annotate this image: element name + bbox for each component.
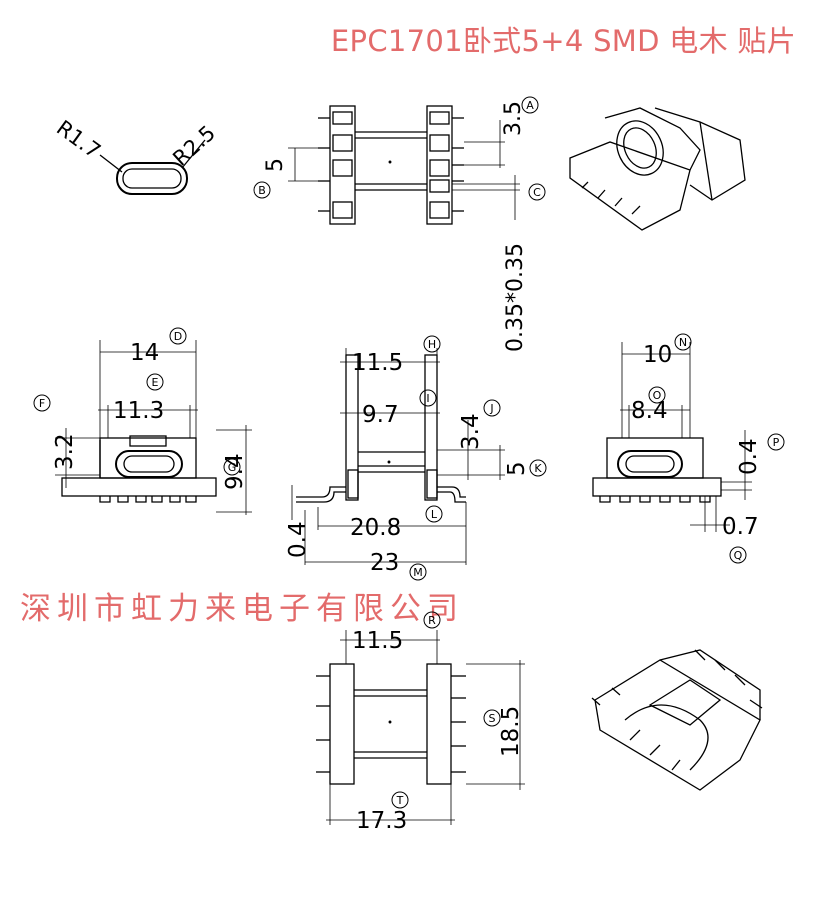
svg-text:G: G: [228, 461, 237, 474]
svg-text:S: S: [489, 712, 496, 725]
dim-23: 23: [370, 550, 399, 576]
dim-0-35: 0.35*0.35: [503, 243, 528, 352]
svg-text:M: M: [413, 566, 423, 579]
svg-text:B: B: [258, 184, 266, 197]
marker-q: Q: [729, 546, 747, 564]
dim-20-8: 20.8: [350, 515, 401, 541]
dim-3-4: 3.4: [458, 413, 484, 450]
dim-11-5-center: 11.5: [352, 350, 403, 376]
iso-view-bottom: [591, 649, 763, 791]
svg-text:N: N: [679, 336, 687, 349]
dim-14: 14: [130, 340, 159, 366]
marker-h: H: [423, 335, 441, 353]
marker-j: J: [483, 399, 501, 417]
svg-text:A: A: [526, 99, 534, 112]
marker-d: D: [169, 327, 187, 345]
markers: A B C D E F G H I J K L M N O P Q R S T: [33, 96, 785, 809]
svg-text:I: I: [426, 392, 429, 405]
marker-k: K: [529, 459, 547, 477]
dim-18-5: 18.5: [498, 706, 524, 757]
marker-o: O: [648, 386, 666, 404]
dim-11-5-bottom: 11.5: [352, 628, 403, 654]
dim-17-3: 17.3: [356, 808, 407, 834]
dim-10: 10: [643, 342, 672, 368]
svg-text:F: F: [39, 397, 45, 410]
svg-text:H: H: [428, 338, 436, 351]
marker-f: F: [33, 394, 51, 412]
svg-text:C: C: [533, 186, 541, 199]
svg-text:P: P: [773, 436, 780, 449]
marker-c: C: [528, 183, 546, 201]
marker-l: L: [425, 505, 443, 523]
top-view: [288, 105, 520, 225]
marker-r: R: [423, 611, 441, 629]
marker-t: T: [391, 791, 409, 809]
marker-g: G: [223, 458, 241, 476]
slot-profile: [99, 139, 206, 195]
svg-text:R: R: [428, 614, 436, 627]
r1-label: R1.7: [52, 116, 105, 164]
dim-0-4-center: 0.4: [285, 521, 311, 558]
bottom-view: [316, 630, 525, 825]
svg-text:E: E: [152, 376, 159, 389]
side-view-center: [291, 348, 505, 565]
marker-i: I: [419, 389, 437, 407]
front-view-left: [55, 340, 252, 515]
dim-5-top: 5: [263, 158, 288, 172]
dim-9-7: 9.7: [362, 402, 399, 428]
svg-text:Q: Q: [734, 549, 743, 562]
marker-s: S: [483, 709, 501, 727]
svg-text:D: D: [174, 330, 182, 343]
svg-text:K: K: [534, 462, 542, 475]
dim-8-4: 8.4: [631, 398, 668, 424]
front-view-right: [592, 342, 752, 532]
dim-5-center: 5: [504, 461, 530, 476]
dim-3-2: 3.2: [52, 433, 78, 470]
dim-0-7: 0.7: [722, 514, 759, 540]
dim-11-3: 11.3: [113, 398, 164, 424]
marker-p: P: [767, 433, 785, 451]
marker-m: M: [409, 563, 427, 581]
marker-a: A: [521, 96, 539, 114]
company-name: 深圳市虹力来电子有限公司: [20, 591, 464, 627]
svg-text:T: T: [396, 794, 404, 807]
marker-n: N: [674, 333, 692, 351]
iso-view-top: [569, 107, 746, 231]
marker-e: E: [146, 373, 164, 391]
diagram-title: EPC1701卧式5+4 SMD 电木 贴片: [330, 24, 796, 58]
svg-text:O: O: [653, 389, 662, 402]
dim-0-4-right: 0.4: [736, 438, 762, 475]
svg-text:L: L: [431, 508, 438, 521]
svg-text:J: J: [489, 402, 493, 415]
marker-b: B: [253, 181, 271, 199]
